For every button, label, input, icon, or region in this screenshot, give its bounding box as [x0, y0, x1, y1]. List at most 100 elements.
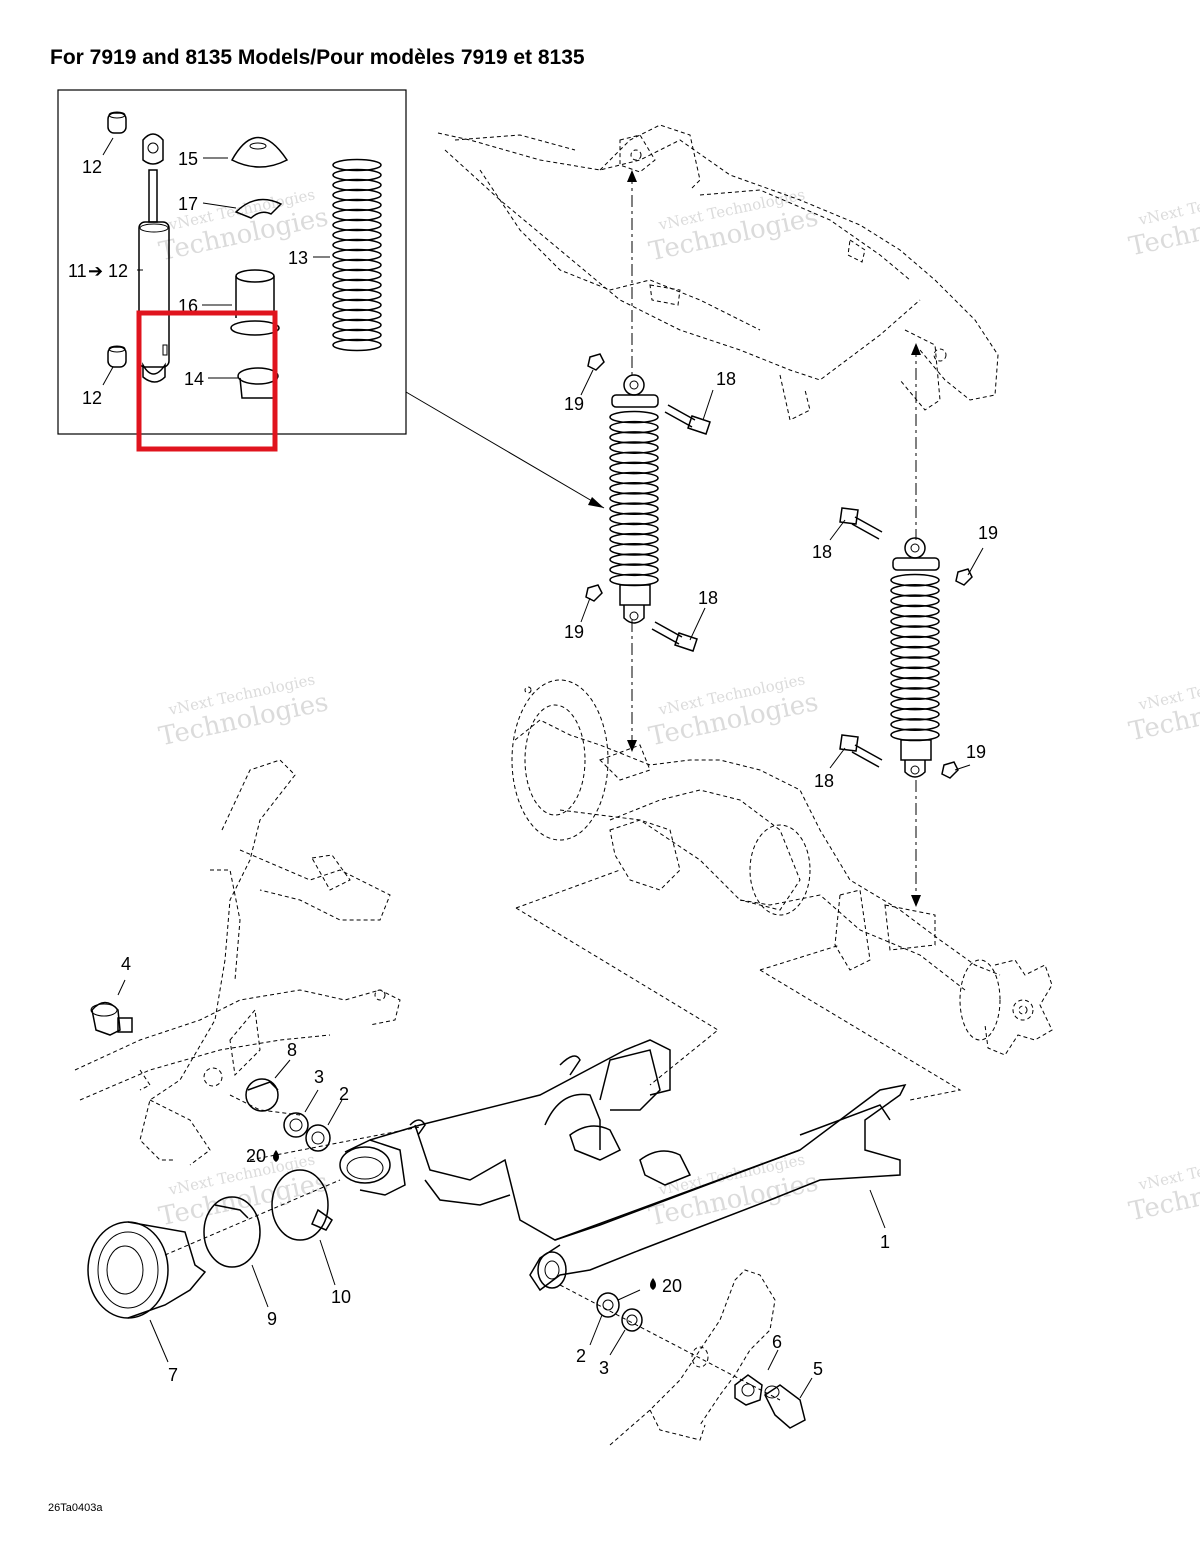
spring-coil [332, 288, 382, 302]
arrow-head-icon [911, 895, 921, 907]
spring-coil [890, 728, 940, 742]
nut-part [585, 584, 603, 602]
shock-absorber-right [890, 537, 940, 778]
guide-line [515, 869, 621, 909]
callout-6: 6 [772, 1332, 782, 1352]
spring-coil [890, 573, 940, 587]
callout-7: 7 [168, 1365, 178, 1385]
oil-drop-icon [650, 1278, 656, 1290]
pivot-bracket-part [609, 1269, 776, 1446]
spring-coil [609, 410, 659, 424]
sleeve-part [230, 269, 280, 336]
guide-line [559, 1284, 781, 1401]
spring-coil [332, 228, 382, 242]
watermark-group: vNext Technologies Technologies vNext Te… [156, 180, 1200, 1232]
spring-coil [332, 338, 382, 352]
spring-coil [890, 707, 940, 721]
shock-absorber-left [609, 374, 659, 624]
callout-19: 19 [564, 394, 584, 414]
oil-drop-icon [273, 1150, 279, 1162]
spring-seat-part [230, 136, 289, 168]
spring-coil [332, 208, 382, 222]
arrow-right-icon: ➔ [88, 261, 103, 281]
spring-coil [332, 258, 382, 272]
callout-12: 12 [108, 261, 128, 281]
bearing-part [305, 1124, 331, 1152]
shock-absorber-part [138, 133, 170, 383]
chassis-rail-part [74, 759, 401, 1166]
callout-8: 8 [287, 1040, 297, 1060]
swing-arm-part [339, 1039, 907, 1292]
spring-coil [609, 492, 659, 505]
highlight-box [136, 310, 278, 452]
callout-20: 20 [246, 1146, 266, 1166]
spring-coil [890, 594, 940, 608]
pivot-bolt-part [764, 1384, 806, 1429]
arrow-head-icon [911, 343, 921, 355]
spring-coil [890, 656, 940, 670]
spring-coil [890, 614, 940, 628]
callout-3: 3 [599, 1358, 609, 1378]
callout-4: 4 [121, 954, 131, 974]
spring-coil [332, 178, 382, 192]
spring-coil [332, 298, 382, 312]
callout-1: 1 [880, 1232, 890, 1252]
spring-coil [609, 431, 659, 444]
arrow-head-icon [627, 170, 637, 182]
vehicle-frame-part [437, 124, 999, 421]
clamp-part [203, 1196, 261, 1268]
spring-coil [332, 188, 382, 202]
arrow-head-icon [588, 497, 604, 508]
callout-15: 15 [178, 149, 198, 169]
spring-coil [609, 441, 659, 454]
callout-12: 12 [82, 157, 102, 177]
spring-coil [332, 318, 382, 332]
callout-20: 20 [662, 1276, 682, 1296]
bushing-part [107, 345, 127, 368]
spring-coil [332, 158, 382, 172]
bolt-part [839, 507, 883, 540]
rear-axle-part [511, 679, 1053, 1056]
spring-coil [890, 697, 940, 711]
spring-coil [609, 553, 659, 566]
nut-part [587, 353, 605, 371]
retainer-clip-part [234, 198, 283, 219]
pivot-bolt-part [90, 1001, 133, 1036]
spring-coil [609, 451, 659, 465]
callout-18: 18 [814, 771, 834, 791]
callout-5: 5 [813, 1359, 823, 1379]
guide-line [515, 907, 719, 1086]
bushing-part [107, 111, 127, 134]
nut-part [955, 568, 973, 586]
spring-coil [890, 687, 940, 701]
spring-coil [609, 481, 659, 495]
spring-coil [609, 563, 659, 577]
spring-coil [890, 625, 940, 639]
spring-coil [609, 522, 659, 536]
page-title: For 7919 and 8135 Models/Pour modèles 79… [50, 46, 585, 69]
seal-part [283, 1112, 309, 1138]
spring-coil [890, 604, 940, 618]
callout-11: 11 [68, 261, 87, 281]
inset-pointer-line [405, 391, 605, 509]
callout-9: 9 [267, 1309, 277, 1329]
spring-coil [332, 198, 382, 212]
callout-12: 12 [82, 388, 102, 408]
callout-19: 19 [564, 622, 584, 642]
spring-coil [609, 502, 659, 516]
bolt-part [839, 734, 883, 768]
spring-coil [890, 666, 940, 680]
spring-coil [332, 248, 382, 262]
spring-retainer-part [237, 367, 279, 399]
spring-coil [332, 328, 382, 342]
spring-coil [609, 543, 659, 556]
spring-coil [332, 218, 382, 232]
nut-part [941, 761, 959, 779]
spring-coil [890, 584, 940, 597]
callout-13: 13 [288, 248, 308, 268]
guide-line [759, 969, 962, 1101]
boot-part [245, 1078, 279, 1112]
coil-spring-part [332, 158, 382, 352]
callout-19: 19 [966, 742, 986, 762]
